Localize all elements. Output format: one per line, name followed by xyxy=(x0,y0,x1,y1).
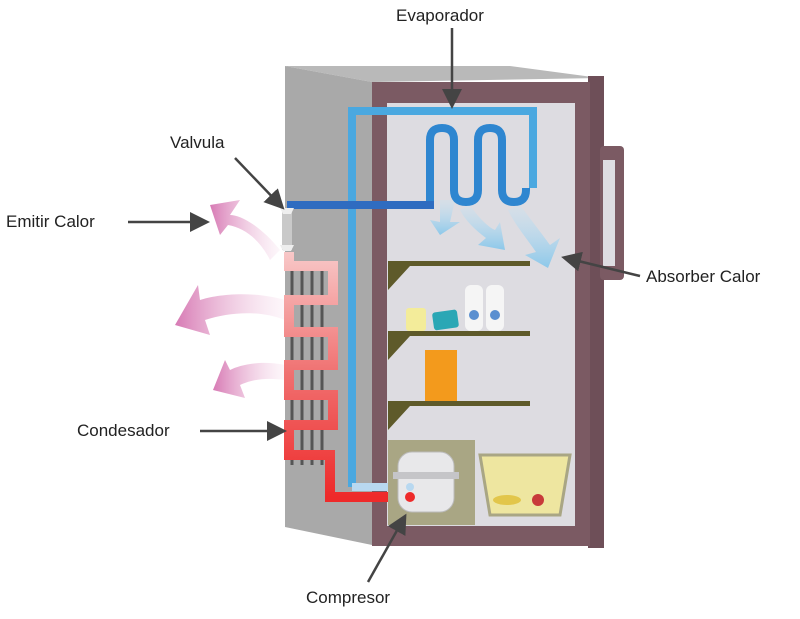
emit-heat-arrow-2 xyxy=(175,285,285,335)
milk-label-2 xyxy=(490,310,500,320)
valve-pointer xyxy=(234,157,285,210)
condenser-coil xyxy=(284,252,410,502)
emit-heat-arrow-3 xyxy=(213,360,285,398)
tomato xyxy=(532,494,544,506)
emit-heat-arrow-1 xyxy=(210,200,280,260)
milk-bottle-1 xyxy=(465,285,483,331)
absorb-heat-pointer xyxy=(561,251,641,278)
valve-bottom xyxy=(280,245,294,251)
absorb-cool-arrow-2 xyxy=(460,205,505,250)
label-condenser: Condesador xyxy=(77,421,170,440)
cabinet-top xyxy=(285,66,600,82)
jar xyxy=(406,308,426,331)
door-handle-inner xyxy=(603,160,615,266)
vegetable-drawer xyxy=(478,453,572,517)
label-evaporator: Evaporador xyxy=(396,6,484,25)
label-emit-heat: Emitir Calor xyxy=(6,212,95,231)
milk-label-1 xyxy=(469,310,479,320)
cup xyxy=(432,309,459,331)
compressor-inlet xyxy=(406,483,414,491)
label-compressor: Compresor xyxy=(306,588,391,607)
compressor xyxy=(397,451,455,513)
label-absorb-heat: Absorber Calor xyxy=(646,267,761,286)
compressor-outlet xyxy=(405,492,415,502)
evaporator-coil xyxy=(426,123,530,207)
suction-pipe xyxy=(348,107,537,487)
compressor-pointer xyxy=(366,513,407,583)
absorb-cool-arrow-1 xyxy=(430,200,460,235)
valve xyxy=(282,208,292,250)
shelves xyxy=(388,261,530,430)
corn xyxy=(493,495,521,505)
compressor-band xyxy=(393,472,459,479)
label-valve: Valvula xyxy=(170,133,225,152)
absorb-cool-arrow-3 xyxy=(508,205,560,268)
orange-juice-carton xyxy=(425,350,457,401)
milk-bottle-2 xyxy=(486,285,504,331)
